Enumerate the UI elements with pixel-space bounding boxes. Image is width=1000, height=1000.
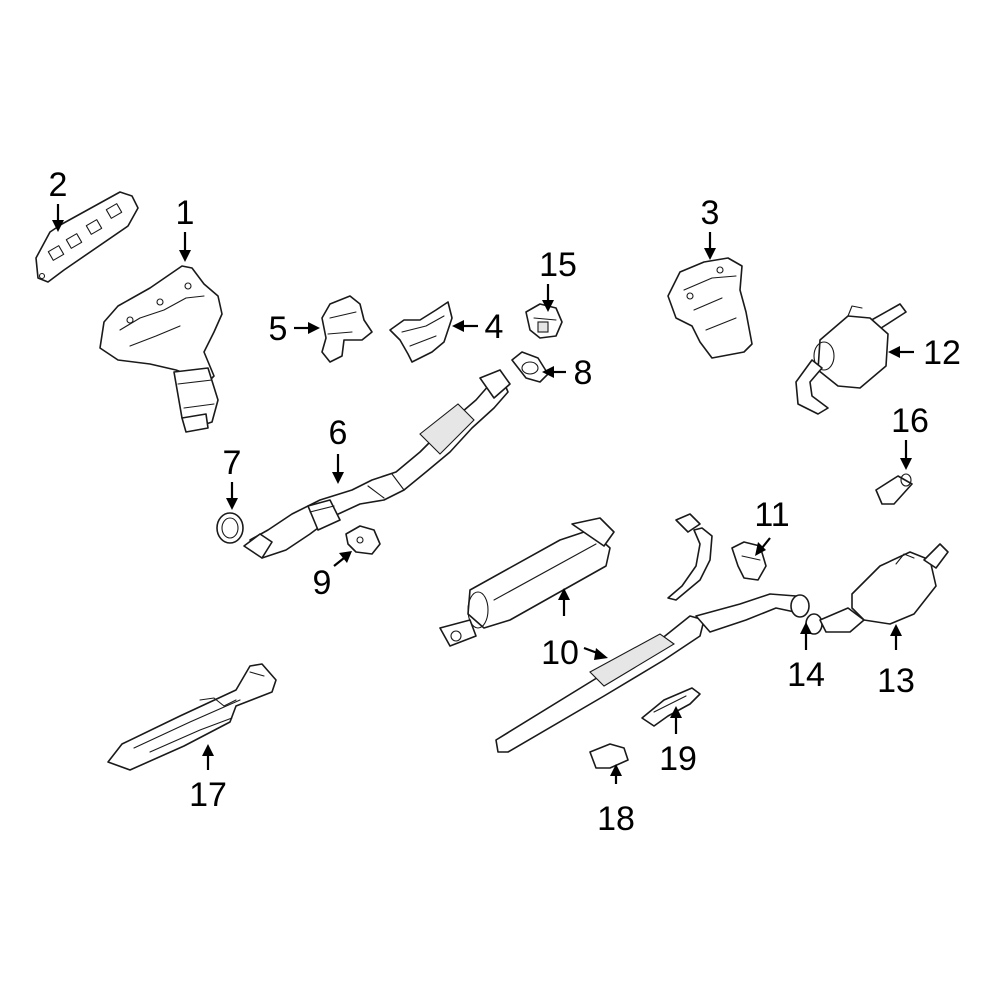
part-7-gasket-ring (216, 512, 244, 544)
callout-3-arrowhead (704, 248, 716, 260)
callout-14-label: 14 (787, 656, 825, 694)
callout-18-label: 18 (597, 800, 635, 838)
callout-9-label: 9 (313, 564, 332, 602)
callout-2-label: 2 (49, 166, 68, 204)
callout-13-label: 13 (877, 662, 915, 700)
part-6-front-pipe (243, 369, 511, 559)
callout-16-arrowhead (900, 458, 912, 470)
callout-19-arrowhead (670, 706, 682, 718)
callout-2-arrowhead (52, 220, 64, 232)
part-5-heat-shield (321, 295, 373, 363)
callout-10: 10 (541, 588, 608, 672)
part-12-muffler (795, 303, 907, 415)
callout-7-arrowhead (226, 498, 238, 510)
callout-8-arrowhead (542, 366, 554, 378)
callout-11-label: 11 (754, 496, 789, 534)
callout-3-label: 3 (701, 194, 720, 232)
callout-4-label: 4 (485, 308, 504, 346)
callout-11-arrowhead (755, 542, 766, 556)
callout-15-label: 15 (539, 246, 577, 284)
callout-11-leader (761, 537, 771, 549)
callout-12-label: 12 (923, 334, 961, 372)
part-3-heat-shield (667, 257, 753, 359)
callout-9-leader (333, 557, 345, 567)
callout-1-label: 1 (176, 194, 195, 232)
part-8-gasket (511, 351, 549, 383)
part-13-rear-muffler (819, 543, 949, 633)
part-15-bracket (525, 303, 563, 339)
callout-15: 15 (539, 246, 577, 312)
callout-11: 11 (754, 496, 790, 556)
part-10-center-pipe (439, 513, 809, 753)
callout-14: 14 (787, 622, 825, 694)
part-19-heat-shield (641, 687, 701, 727)
callout-8: 8 (542, 354, 592, 392)
callout-12: 12 (888, 334, 961, 372)
callout-6-label: 6 (329, 414, 348, 452)
callout-4: 4 (452, 308, 503, 346)
callout-8-label: 8 (574, 354, 593, 392)
callout-5-arrowhead (308, 322, 320, 334)
callout-9-arrowhead (339, 551, 352, 563)
callout-12-arrowhead (888, 346, 900, 358)
callout-19-label: 19 (659, 740, 697, 778)
callout-16-label: 16 (891, 402, 929, 440)
part-18-heat-shield (589, 743, 629, 769)
callout-18-arrowhead (610, 764, 622, 776)
part-16-tailpipe-tip (875, 473, 913, 505)
callout-13-arrowhead (890, 624, 902, 636)
callout-2: 2 (49, 166, 68, 232)
callout-17-label: 17 (189, 776, 227, 814)
callout-7: 7 (223, 444, 242, 510)
callout-6: 6 (329, 414, 348, 484)
callout-10-arrowhead (558, 588, 570, 600)
callout-5: 5 (269, 310, 320, 348)
callout-4-arrowhead (452, 320, 464, 332)
callout-13: 13 (877, 624, 915, 700)
callout-5-label: 5 (269, 310, 288, 348)
part-4-heat-shield (389, 301, 453, 363)
callout-3: 3 (701, 194, 720, 260)
callout-10-label: 10 (541, 634, 579, 672)
callout-1-arrowhead (179, 250, 191, 262)
callout-10-arrowhead-2 (594, 648, 608, 660)
part-14-gasket (790, 594, 823, 635)
callout-16: 16 (891, 402, 929, 470)
callout-7-label: 7 (223, 444, 242, 482)
callout-9: 9 (313, 551, 352, 602)
callout-17-arrowhead (202, 744, 214, 756)
part-1-exhaust-manifold (99, 265, 223, 433)
callout-14-arrowhead (800, 622, 812, 634)
callout-19: 19 (659, 706, 697, 778)
part-17-heat-insulator (107, 663, 277, 771)
callout-1: 1 (176, 194, 195, 262)
callout-15-arrowhead (542, 300, 554, 312)
part-9-bracket (345, 525, 381, 555)
callout-6-arrowhead (332, 472, 344, 484)
callout-17: 17 (189, 744, 227, 814)
part-2-manifold-gasket (35, 191, 139, 283)
callout-18: 18 (597, 764, 635, 838)
